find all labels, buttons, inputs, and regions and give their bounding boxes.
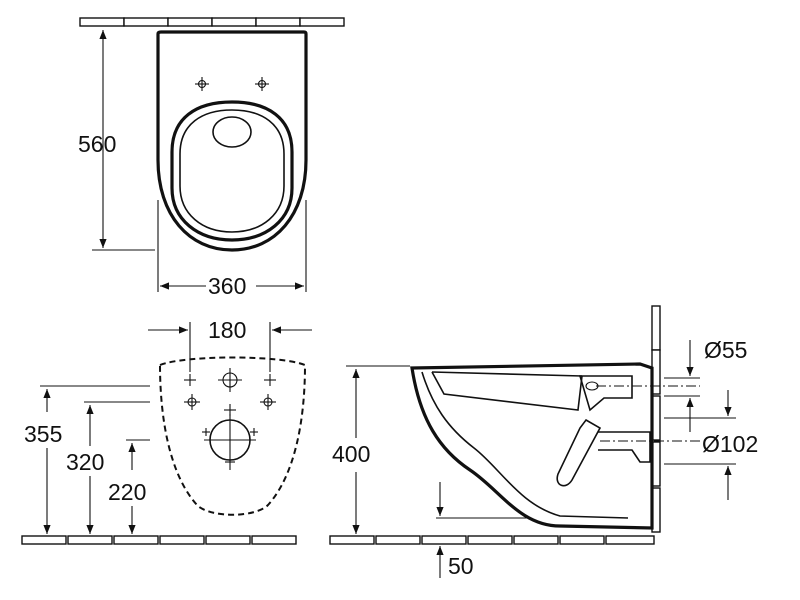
side-view: 400 50 Ø55 Ø102	[329, 305, 758, 579]
bowl-rim-profile	[431, 371, 583, 411]
fixing-spacing-label: 180	[208, 317, 246, 343]
fixing-hole-left-icon	[195, 77, 209, 91]
width-dimension: 360	[157, 200, 307, 299]
top-view-wall	[79, 17, 345, 27]
inlet-diameter-label: Ø55	[704, 337, 747, 363]
side-view-floor	[329, 535, 655, 545]
height-355-label: 355	[24, 421, 62, 447]
fixing-cross-icon	[184, 374, 196, 386]
outlet-diameter-dimension: Ø102	[664, 390, 758, 500]
depth-dimension: 560	[78, 30, 155, 251]
top-view: 560 360	[78, 17, 345, 299]
depth-label: 560	[78, 131, 116, 157]
fixing-cross-icon	[264, 374, 276, 386]
height-355-dimension: 355	[24, 389, 62, 534]
bowl-inner	[179, 109, 285, 233]
fixing-cross-icon	[218, 368, 242, 392]
outlet-opening	[212, 116, 252, 148]
bowl-inner-profile	[421, 371, 629, 519]
offset-dimension: 50	[436, 482, 530, 579]
fixing-cross-icon	[184, 394, 200, 410]
width-label: 360	[208, 273, 246, 299]
inlet-nozzle	[578, 375, 633, 412]
rim-height-label: 400	[332, 441, 370, 467]
height-220-dimension: 220	[108, 443, 146, 534]
offset-label: 50	[448, 553, 474, 579]
height-320-dimension: 320	[66, 405, 104, 534]
template-outline	[158, 356, 307, 516]
bowl-rim	[170, 100, 294, 242]
fixing-spacing-dimension: 180	[148, 317, 312, 372]
bowl-side-profile	[410, 362, 654, 530]
bowl-top-outline	[156, 30, 308, 252]
inlet-diameter-dimension: Ø55	[664, 337, 747, 432]
front-view: 180 355 320 220	[21, 317, 312, 545]
height-220-label: 220	[108, 479, 146, 505]
outlet-diameter-label: Ø102	[702, 431, 758, 457]
outlet-circle-icon	[202, 414, 258, 470]
rim-height-dimension: 400	[332, 365, 410, 534]
front-view-floor	[21, 535, 297, 545]
fixing-cross-icon	[260, 394, 276, 410]
height-320-label: 320	[66, 449, 104, 475]
trapway	[556, 418, 602, 487]
fixing-hole-right-icon	[255, 77, 269, 91]
